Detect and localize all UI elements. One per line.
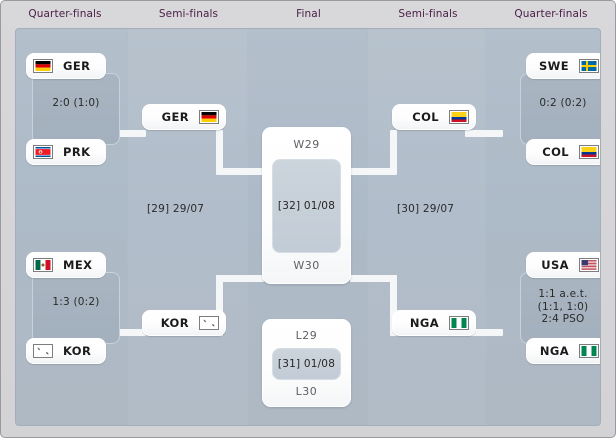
- team-pill-bottom[interactable]: PRK: [26, 139, 106, 165]
- column-divider-1: [127, 29, 128, 425]
- south-korea-flag: [33, 344, 53, 358]
- match-score: 0:2 (0:2): [520, 97, 600, 110]
- south-korea-flag: [199, 316, 219, 330]
- connector-sf-left-top-to-final: [216, 168, 264, 175]
- team-code: COL: [542, 145, 569, 159]
- team-code: KOR: [63, 344, 92, 358]
- nigeria-flag: [579, 344, 599, 358]
- bracket-field: GER 2:0 (1:0) PRK MEX 1:3 (0:2): [15, 28, 601, 426]
- column-tint-semi-right: [368, 29, 486, 425]
- match-score-slab: [520, 272, 600, 344]
- team-code: SWE: [538, 59, 569, 73]
- score-line: (1:1, 1:0): [537, 300, 589, 313]
- sweden-flag: [579, 59, 599, 73]
- third-place-top-slot: L29: [295, 329, 318, 342]
- team-pill-winner[interactable]: KOR: [142, 310, 226, 336]
- score-line: 2:0 (1:0): [52, 97, 100, 109]
- match-qf-left-top[interactable]: GER 2:0 (1:0) PRK: [26, 53, 126, 165]
- match-qf-right-top[interactable]: SWE 0:2 (0:2) COL: [506, 53, 600, 165]
- match-qf-right-bottom[interactable]: USA 1:1 a.e.t. (1:1, 1:0) 2:4 PSO NGA: [506, 252, 600, 364]
- round-label-semi-finals-right: Semi-finals: [398, 8, 458, 20]
- column-divider-3: [367, 29, 368, 425]
- connector-qf-left-top-to-sf: [110, 130, 146, 137]
- connector-sf-left-bottom-vertical: [216, 275, 223, 336]
- team-pill-bottom[interactable]: COL: [526, 139, 600, 165]
- nigeria-flag: [449, 316, 469, 330]
- usa-flag: [579, 258, 599, 272]
- score-line: 1:3 (0:2): [52, 296, 100, 308]
- match-score: 1:3 (0:2): [32, 296, 120, 309]
- round-header: Quarter-finals Semi-finals Final Semi-fi…: [1, 1, 615, 27]
- germany-flag: [33, 59, 53, 73]
- team-pill-bottom[interactable]: NGA: [526, 338, 600, 364]
- mexico-flag: [33, 258, 53, 272]
- score-line: 2:4 PSO: [541, 313, 585, 325]
- connector-sf-right-top-to-final: [350, 168, 397, 175]
- final-inner-panel: [32] 01/08: [272, 159, 341, 253]
- match-sf-left-bottom[interactable]: KOR: [142, 310, 226, 336]
- team-pill-winner[interactable]: COL: [392, 104, 476, 130]
- score-line: 1:1 a.e.t.: [538, 288, 588, 300]
- team-pill-winner[interactable]: NGA: [392, 310, 476, 336]
- match-final[interactable]: W29 [32] 01/08 W30: [262, 127, 351, 284]
- colombia-flag: [449, 110, 469, 124]
- semifinal-left-meta: [29] 29/07: [147, 203, 205, 215]
- connector-sf-right-bottom-vertical: [390, 275, 397, 336]
- column-tint-semi-left: [128, 29, 248, 425]
- team-pill-top[interactable]: SWE: [526, 53, 600, 79]
- connector-sf-left-bottom-to-final: [216, 275, 264, 282]
- round-label-final: Final: [296, 8, 321, 20]
- final-meta: [32] 01/08: [277, 200, 336, 212]
- connector-sf-left-top-vertical: [216, 130, 223, 174]
- match-sf-right-bottom[interactable]: NGA: [392, 310, 476, 336]
- round-label-quarter-finals-left: Quarter-finals: [28, 8, 102, 20]
- team-pill-winner[interactable]: GER: [142, 104, 226, 130]
- team-code: USA: [541, 258, 569, 272]
- team-code: MEX: [63, 258, 93, 272]
- third-place-meta: [31] 01/08: [277, 358, 336, 370]
- third-place-inner-panel: [31] 01/08: [272, 348, 341, 380]
- connector-qf-left-bottom-to-sf: [110, 329, 146, 336]
- colombia-flag: [579, 145, 599, 159]
- team-pill-top[interactable]: USA: [526, 252, 600, 278]
- match-qf-left-bottom[interactable]: MEX 1:3 (0:2) KOR: [26, 252, 126, 364]
- team-code: NGA: [539, 344, 569, 358]
- match-score: 1:1 a.e.t. (1:1, 1:0) 2:4 PSO: [520, 288, 600, 326]
- match-score: 2:0 (1:0): [32, 97, 120, 110]
- column-divider-4: [485, 29, 486, 425]
- connector-qf-right-top-to-sf: [465, 130, 503, 137]
- round-label-semi-finals-left: Semi-finals: [158, 8, 219, 20]
- team-code: KOR: [160, 316, 189, 330]
- connector-sf-right-top-vertical: [390, 130, 397, 174]
- match-sf-right-top[interactable]: COL: [392, 104, 476, 130]
- third-place-bottom-slot: L30: [295, 385, 318, 398]
- team-pill-top[interactable]: GER: [26, 53, 106, 79]
- semifinal-right-meta: [30] 29/07: [397, 203, 455, 215]
- final-top-slot: W29: [293, 138, 320, 151]
- team-pill-bottom[interactable]: KOR: [26, 338, 106, 364]
- team-code: NGA: [409, 316, 439, 330]
- column-divider-2: [247, 29, 248, 425]
- team-code: GER: [63, 59, 91, 73]
- team-pill-top[interactable]: MEX: [26, 252, 106, 278]
- north-korea-flag: [33, 145, 53, 159]
- match-third-place[interactable]: L29 [31] 01/08 L30: [262, 319, 351, 407]
- connector-qf-right-bottom-to-sf: [465, 329, 503, 336]
- match-sf-left-top[interactable]: GER: [142, 104, 226, 130]
- connector-sf-right-bottom-to-final: [350, 275, 397, 282]
- team-code: GER: [161, 110, 189, 124]
- round-label-quarter-finals-right: Quarter-finals: [514, 8, 588, 20]
- team-code: COL: [412, 110, 439, 124]
- score-line: 0:2 (0:2): [539, 97, 587, 109]
- final-bottom-slot: W30: [293, 259, 320, 272]
- team-code: PRK: [63, 145, 91, 159]
- germany-flag: [199, 110, 219, 124]
